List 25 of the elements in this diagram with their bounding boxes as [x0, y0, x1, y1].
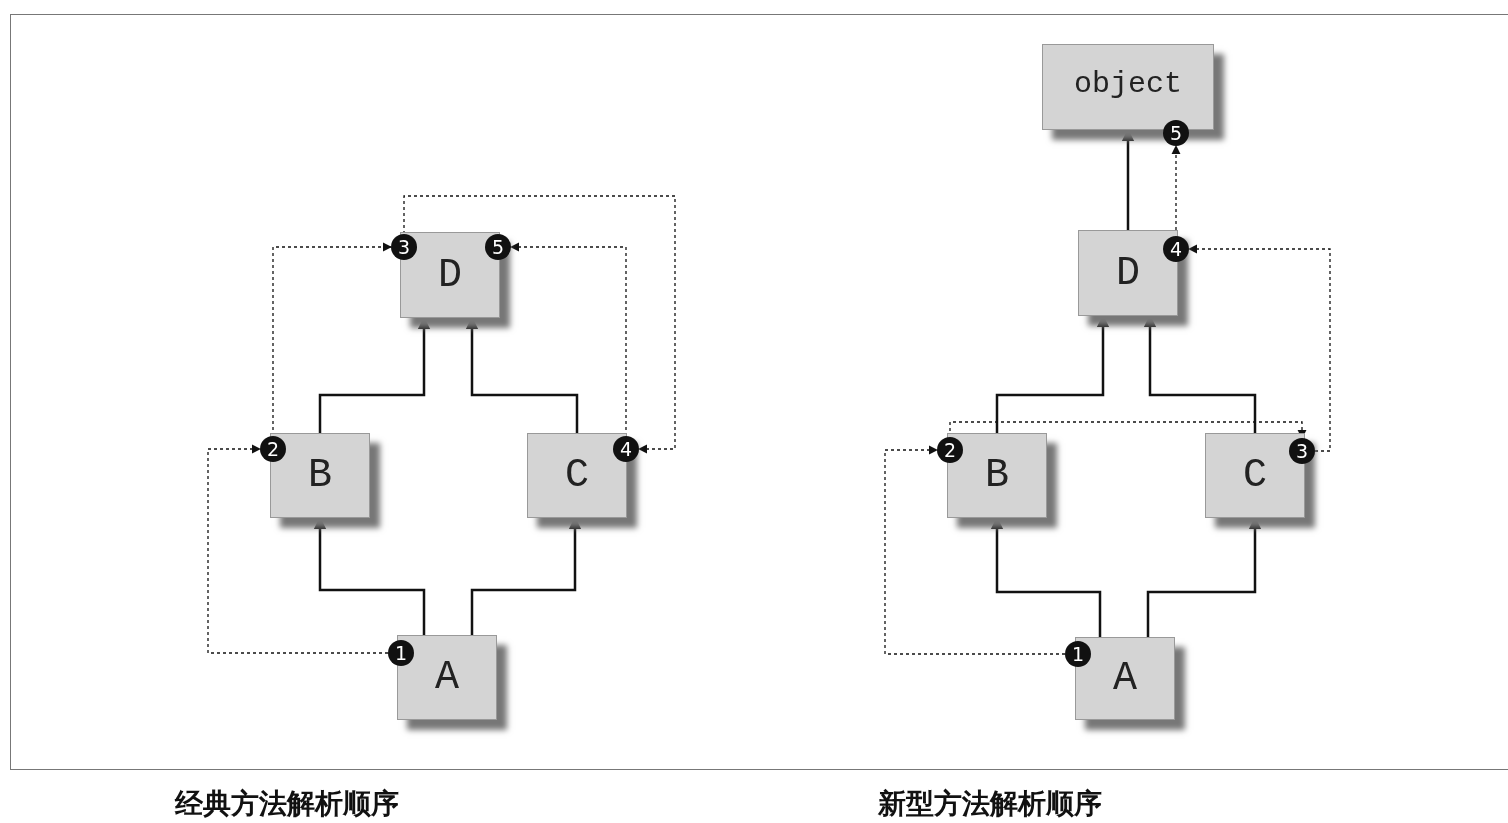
arrow	[1146, 516, 1262, 637]
arrow	[995, 314, 1110, 433]
step-number-badge: 1	[1065, 641, 1091, 667]
arrow	[318, 316, 431, 433]
panel-caption: 经典方法解析顺序	[175, 787, 399, 821]
step-number-badge: 5	[485, 234, 511, 260]
step-number-badge: 1	[388, 640, 414, 666]
step-number-badge: 4	[613, 436, 639, 462]
dotted-arrow	[403, 195, 676, 454]
step-number-badge: 2	[260, 436, 286, 462]
arrow	[470, 516, 582, 635]
step-number-badge: 3	[391, 234, 417, 260]
arrow	[990, 516, 1102, 637]
dotted-arrow	[207, 444, 389, 654]
panel-caption: 新型方法解析顺序	[878, 787, 1102, 821]
arrow	[1143, 314, 1257, 433]
arrow	[1121, 128, 1135, 230]
arrow	[465, 316, 579, 433]
step-number-badge: 4	[1163, 236, 1189, 262]
step-number-badge: 2	[937, 437, 963, 463]
step-number-badge: 3	[1289, 438, 1315, 464]
dotted-arrow	[884, 445, 1066, 655]
dotted-arrow	[1188, 244, 1331, 452]
step-number-badge: 5	[1163, 120, 1189, 146]
arrow	[313, 516, 426, 635]
